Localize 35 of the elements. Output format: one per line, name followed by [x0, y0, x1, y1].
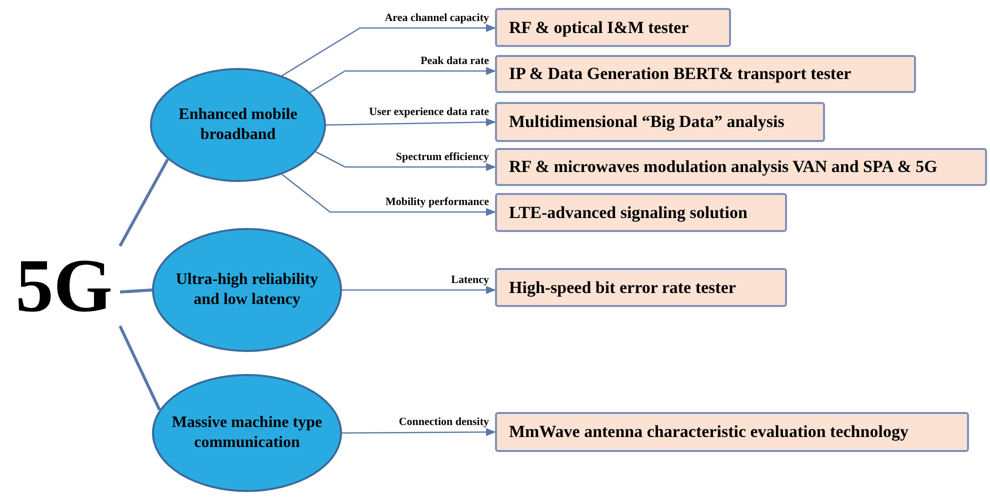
product-box: [495, 268, 787, 307]
product-box: [495, 8, 731, 47]
arrow: [342, 286, 496, 294]
edge-label: Area channel capacity: [384, 13, 490, 24]
product-box: [495, 55, 916, 93]
edge-label: Latency: [450, 275, 490, 286]
arrow: [342, 428, 496, 436]
node-text: Ultra-high reliability and low latency: [174, 270, 320, 310]
edge-label: Peak data rate: [420, 56, 490, 67]
node-text: Enhanced mobile broadband: [178, 105, 298, 145]
node-text: RF & optical I&M tester: [509, 16, 689, 39]
product-box: [495, 102, 825, 142]
arrow: [326, 118, 496, 126]
node-text: LTE-advanced signaling solution: [509, 202, 748, 224]
edge-label: User experience data rate: [368, 107, 490, 118]
title-text: 5G: [8, 246, 120, 326]
edge-label: Connection density: [398, 417, 490, 428]
product-box: [495, 412, 969, 452]
arrow: [315, 151, 496, 171]
node-text: High-speed bit error rate tester: [509, 276, 736, 299]
product-box: [495, 193, 787, 232]
product-box: [495, 148, 987, 186]
node-text: RF & microwaves modulation analysis VAN and SPA & 5G: [509, 156, 938, 178]
edge-label: Spectrum efficiency: [394, 152, 490, 163]
connector-line: [118, 325, 161, 411]
arrow: [310, 67, 496, 93]
node-text: MmWave antenna characteristic evaluation technology: [509, 421, 908, 444]
connector-line: [120, 288, 152, 294]
node-text: Massive machine type communication: [170, 413, 324, 453]
arrow: [282, 174, 496, 216]
connector-line: [118, 158, 170, 247]
node-text: Multidimensional “Big Data” analysis: [509, 111, 784, 134]
arrow: [282, 24, 496, 76]
edge-label: Mobility performance: [384, 197, 490, 208]
node-text: IP & Data Generation BERT& transport tester: [509, 63, 852, 86]
